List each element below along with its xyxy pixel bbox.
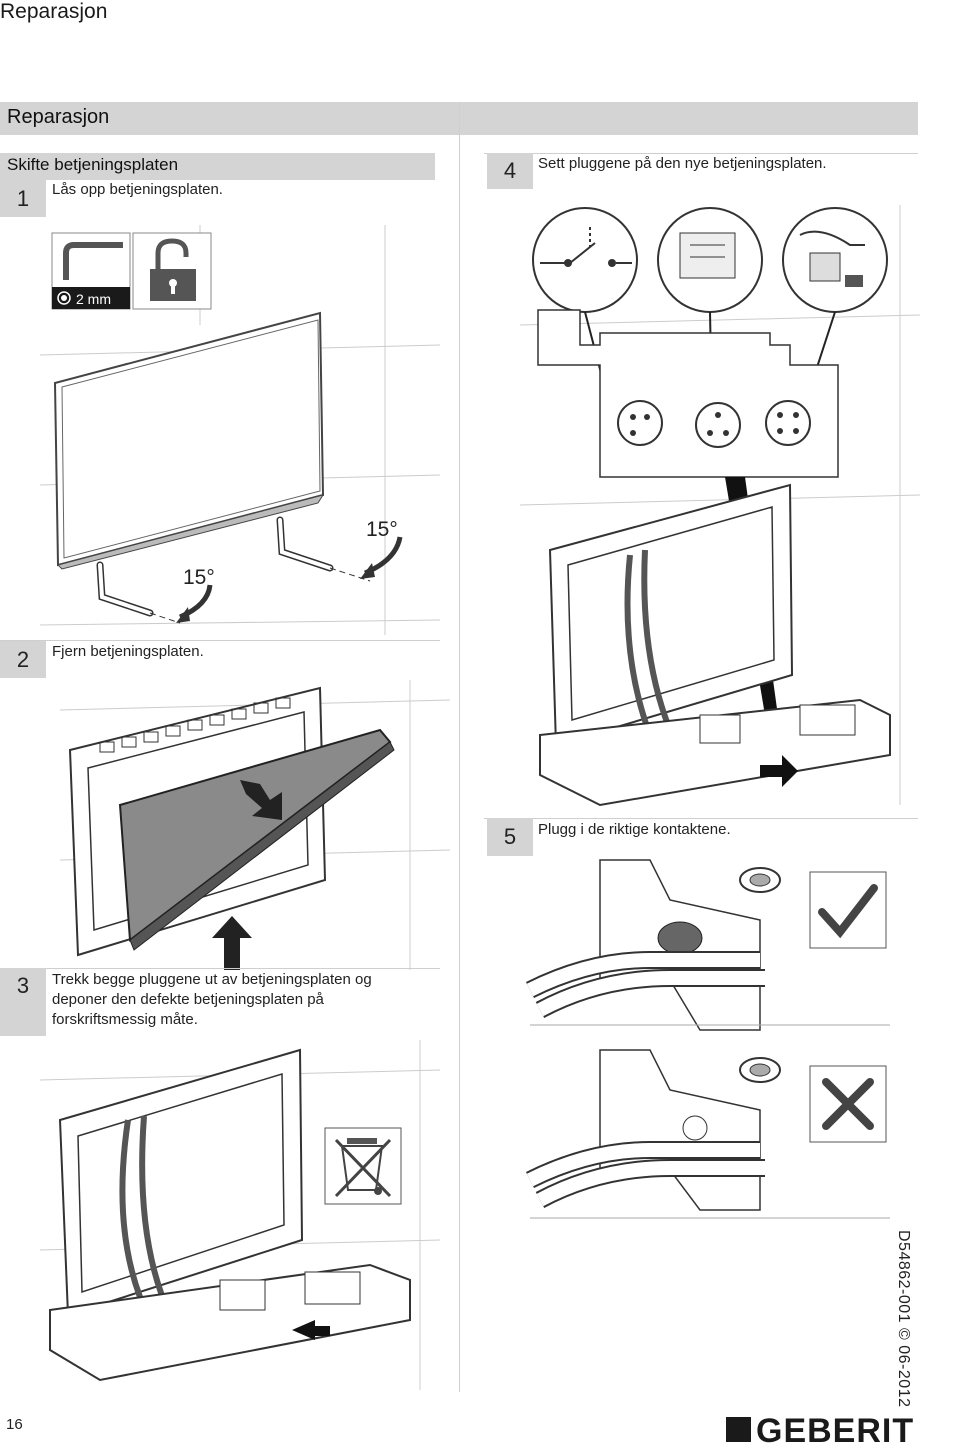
step-2-rule — [0, 640, 440, 641]
switch-icon — [532, 207, 638, 313]
page-number: 16 — [6, 1416, 23, 1433]
brand-logo: GEBERIT — [756, 1412, 915, 1450]
section-title: Reparasjon — [7, 106, 110, 128]
column-divider — [459, 102, 460, 1392]
document-id: D54862-001 © 06-2012 — [895, 1230, 912, 1408]
step-2-text: Fjern betjeningsplaten. — [52, 643, 204, 660]
step-4-number: 4 — [487, 153, 533, 189]
step-3-rule — [0, 968, 440, 969]
step-3-text: Trekk begge pluggene ut av betjeningspla… — [52, 971, 372, 1028]
step-2-number: 2 — [0, 641, 46, 678]
tool-size-label: 2 mm — [76, 291, 111, 307]
step-5-rule — [484, 818, 918, 819]
remove-plate-illustration — [59, 680, 451, 970]
allen-key-icon — [51, 232, 131, 310]
step-4-text: Sett pluggene på den nye betjeningsplate… — [538, 155, 827, 172]
unlock-illustration: 2 mm — [39, 225, 441, 635]
disconnect-illustration — [39, 1040, 441, 1390]
step-4-rule — [484, 153, 918, 154]
check-icon — [809, 871, 887, 949]
cross-icon — [809, 1065, 887, 1143]
angle-label-left: 15° — [183, 566, 215, 589]
step-1-number: 1 — [0, 180, 46, 217]
attach-plugs-illustration — [519, 205, 921, 807]
brand-logo-mark — [726, 1417, 751, 1442]
subsection-bar — [0, 153, 435, 180]
wrong-example — [525, 1049, 890, 1219]
subsection-title: Skifte betjeningsplaten — [7, 155, 179, 174]
step-1-text: Lås opp betjeningsplaten. — [52, 181, 223, 198]
plug-contacts-illustration — [525, 859, 890, 1219]
correct-example — [525, 859, 890, 1031]
step-5-number: 5 — [487, 818, 533, 856]
page-header-title: Reparasjon — [0, 0, 108, 23]
unlock-icon — [132, 232, 212, 310]
step-3-number: 3 — [0, 968, 46, 1036]
step-5-text: Plugg i de riktige kontaktene. — [538, 821, 731, 838]
angle-label-right: 15° — [366, 518, 398, 541]
crossed-bin-icon — [324, 1127, 402, 1205]
